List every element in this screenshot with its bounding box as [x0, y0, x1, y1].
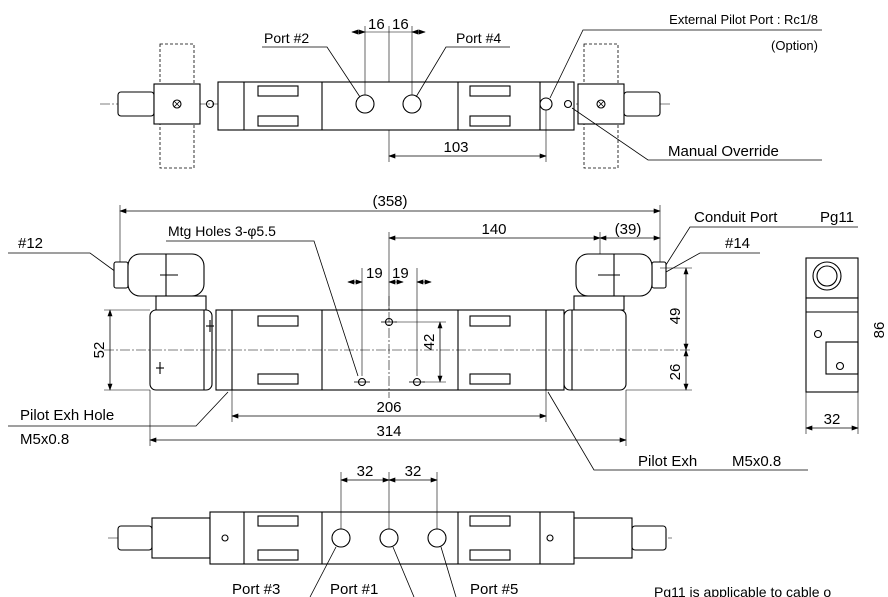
port4-label: Port #4	[456, 30, 501, 46]
dim-16b: 16	[392, 16, 409, 33]
dim-52: 52	[91, 342, 108, 359]
port5-label: Port #5	[470, 581, 518, 597]
manual-override-label: Manual Override	[668, 143, 779, 160]
dim-32-side: 32	[824, 411, 841, 428]
dim-103: 103	[443, 139, 468, 156]
dim-16a: 16	[368, 16, 385, 33]
dim-39: (39)	[615, 221, 642, 238]
label-12: #12	[18, 235, 43, 252]
top-view: 16 16 Port #2 Port #4 103 External Pilot…	[100, 12, 822, 169]
dim-140: 140	[481, 221, 506, 238]
conduit-port-label: Conduit Port	[694, 209, 778, 226]
m5-right-label: M5x0.8	[732, 453, 781, 470]
dim-206: 206	[376, 399, 401, 416]
pilot-exh-hole-label: Pilot Exh Hole	[20, 407, 114, 424]
pilot-exh-label: Pilot Exh	[638, 453, 697, 470]
mtg-holes-label: Mtg Holes 3-φ5.5	[168, 223, 276, 239]
side-view: 32 86	[805, 257, 888, 434]
dim-314: 314	[376, 423, 401, 440]
dim-49: 49	[667, 308, 684, 325]
dim-42: 42	[421, 334, 438, 351]
port2-label: Port #2	[264, 30, 309, 46]
option-label: (Option)	[771, 38, 818, 53]
dim-26: 26	[667, 364, 684, 381]
m5-left-label: M5x0.8	[20, 431, 69, 448]
port1-label: Port #1	[330, 581, 378, 597]
dim-86: 86	[871, 322, 888, 339]
port3-label: Port #3	[232, 581, 280, 597]
label-14: #14	[725, 235, 750, 252]
bottom-view: 32 32 Port #3 Port #1 Port #5	[108, 463, 672, 597]
front-view: (358) 140 (39) Conduit Port Pg11 #14 #12	[8, 193, 858, 471]
dim-19a: 19	[366, 265, 383, 282]
dim-32a: 32	[357, 463, 374, 480]
dim-19b: 19	[392, 265, 409, 282]
external-pilot-port-label: External Pilot Port : Rc1/8	[669, 12, 818, 27]
pg11-label: Pg11	[820, 209, 854, 226]
dim-358: (358)	[372, 193, 407, 210]
dim-32b: 32	[405, 463, 422, 480]
footnote: Pg11 is applicable to cable o	[654, 584, 831, 597]
